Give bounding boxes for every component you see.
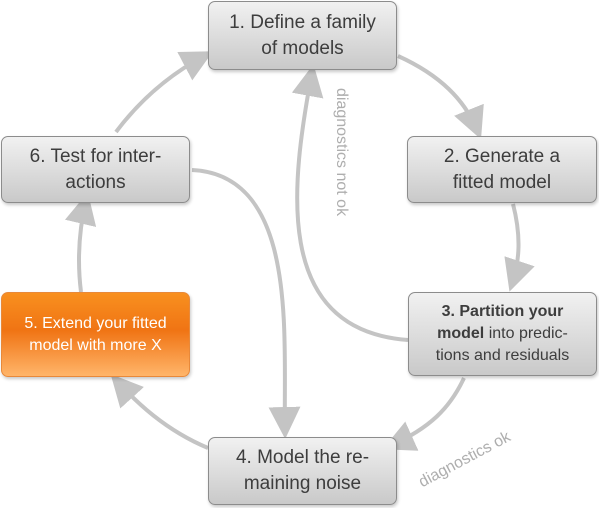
node-model-remaining-noise: 4. Model the re- maining noise (208, 437, 397, 505)
arrow-6-to-4 (191, 168, 301, 439)
arrow-2-to-3 (504, 203, 535, 292)
node-define-family: 1. Define a family of models (208, 1, 397, 70)
arrow-5-to-6 (64, 192, 97, 293)
node-partition-model: 3. Partition your model into predic- tio… (408, 292, 597, 376)
arrow-4-to-5 (110, 374, 209, 450)
arrow-6-to-1 (114, 51, 214, 134)
arrow-3-to-1 (291, 64, 409, 342)
arrow-3-to-4 (382, 377, 466, 451)
node-generate-fitted-model: 2. Generate a fitted model (407, 136, 597, 203)
node-test-interactions: 6. Test for inter- actions (1, 136, 190, 203)
node-extend-fitted-model: 5. Extend your fitted model with more X (1, 292, 190, 377)
arrow-1-to-2 (397, 54, 484, 140)
label-diagnostics-not-ok: diagnostics not ok (333, 88, 350, 217)
